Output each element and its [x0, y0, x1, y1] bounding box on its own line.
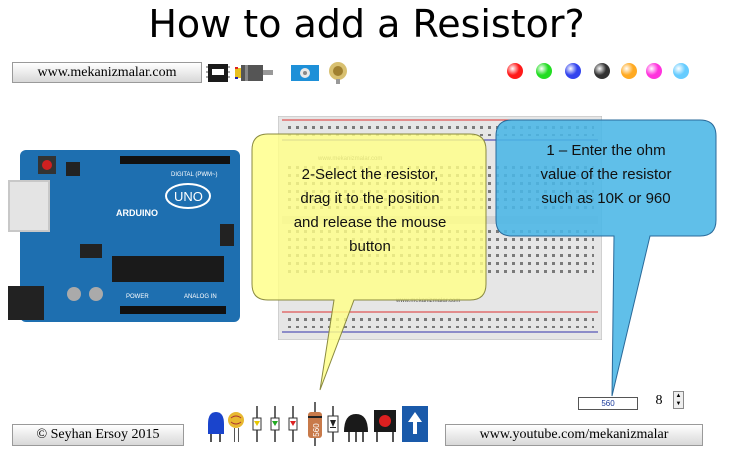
color-dot-magenta[interactable]: [646, 63, 662, 79]
motor-icon[interactable]: [235, 65, 273, 81]
blue-callout-shape: [495, 119, 717, 397]
resistor-value-label: 560: [312, 423, 321, 437]
diode-icon[interactable]: [327, 406, 339, 442]
color-dot-black[interactable]: [594, 63, 610, 79]
switch-icon[interactable]: [402, 406, 428, 442]
brand-label: ARDUINO: [116, 208, 158, 218]
analog-label: ANALOG IN: [184, 294, 217, 300]
diode-red-icon[interactable]: [288, 406, 298, 442]
resistor-icon[interactable]: 560: [308, 402, 322, 446]
size-value[interactable]: 8: [655, 393, 663, 408]
yellow-callout: 2-Select the resistor, drag it to the po…: [262, 163, 478, 259]
page-title: How to add a Resistor?: [148, 2, 585, 46]
blue-callout-line-3: such as 10K or 960: [541, 190, 671, 207]
top-toolbar: [206, 62, 347, 84]
blue-callout: 1 – Enter the ohm value of the resistor …: [506, 139, 706, 211]
diode-green-icon[interactable]: [270, 406, 280, 442]
model-label: UNO: [174, 189, 203, 204]
stepper-up-icon[interactable]: ▲: [675, 393, 682, 399]
power-label: POWER: [126, 294, 149, 300]
potentiometer-icon[interactable]: [329, 62, 347, 84]
transistor-icon[interactable]: [344, 414, 368, 442]
arduino-board[interactable]: DIGITAL (PWM~) ARDUINO UNO POWER ANALOG …: [8, 148, 240, 324]
button-red-icon[interactable]: [374, 410, 396, 442]
sensor-icon[interactable]: [291, 65, 319, 81]
component-toolbar: 560: [208, 402, 428, 446]
color-dot-cyan[interactable]: [673, 63, 689, 79]
color-dot-blue[interactable]: [565, 63, 581, 79]
yellow-callout-line-3: and release the mouse: [293, 214, 447, 231]
site-link[interactable]: www.mekanizmalar.com: [12, 62, 202, 83]
diode-yellow-icon[interactable]: [252, 406, 262, 442]
yellow-callout-line-2: drag it to the position: [300, 190, 440, 207]
digital-label: DIGITAL (PWM~): [171, 172, 218, 178]
yellow-callout-line-1: 2-Select the resistor,: [301, 166, 439, 183]
stepper-down-icon[interactable]: ▼: [675, 401, 682, 407]
chip-icon[interactable]: [206, 64, 230, 82]
youtube-link[interactable]: www.youtube.com/mekanizmalar: [445, 424, 703, 446]
author-credit[interactable]: © Seyhan Ersoy 2015: [12, 424, 184, 446]
size-stepper[interactable]: ▲ ▼: [673, 391, 684, 409]
blue-callout-line-1: 1 – Enter the ohm: [546, 142, 666, 159]
breadboard-watermark-bottom: www.mekanizmalar.com: [395, 298, 460, 304]
led-blue-icon[interactable]: [208, 412, 224, 442]
color-dot-green[interactable]: [536, 63, 552, 79]
color-dot-orange[interactable]: [621, 63, 637, 79]
yellow-callout-shape: [251, 133, 487, 391]
blue-callout-line-2: value of the resistor: [540, 166, 672, 183]
ohm-value-input[interactable]: 560: [578, 397, 638, 410]
color-dot-red[interactable]: [507, 63, 523, 79]
yellow-callout-line-4: button: [349, 238, 391, 255]
photoresistor-icon[interactable]: [228, 412, 244, 442]
